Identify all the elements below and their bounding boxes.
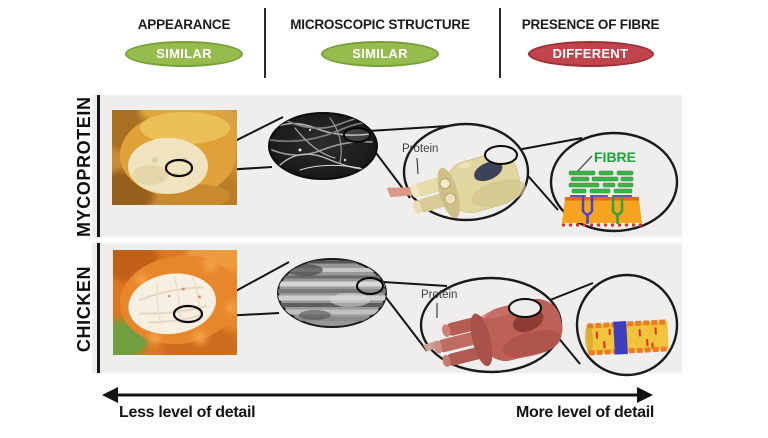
header-title-fibre: PRESENCE OF FIBRE	[521, 17, 660, 32]
row-label-mycoprotein: MYCOPROTEIN	[74, 96, 94, 237]
protein-pointer-line	[416, 157, 419, 175]
status-badge-microscopic: SIMILAR	[321, 41, 439, 67]
row-rule-chicken	[97, 243, 100, 373]
magnifier-callout-ellipse	[164, 158, 194, 178]
status-badge-fibre: DIFFERENT	[527, 41, 654, 67]
sem-micrograph-mycoprotein	[268, 112, 378, 180]
fibre-label: FIBRE	[594, 149, 636, 165]
sarcomere-circle-chicken	[575, 273, 679, 377]
magnifier-callout-ellipse	[343, 127, 371, 143]
muscle-sarcomere-illustration	[584, 319, 669, 356]
protein-label: Protein	[421, 289, 457, 301]
header-column-appearance: APPEARANCE SIMILAR	[95, 17, 273, 67]
header-column-fibre: PRESENCE OF FIBRE DIFFERENT	[498, 17, 683, 67]
mycoprotein-fibril-illustration	[386, 153, 526, 219]
protein-circle-chicken: Protein	[419, 276, 563, 374]
magnifier-callout-ellipse	[356, 277, 384, 295]
fibre-circle-mycoprotein: FIBRE	[549, 131, 679, 233]
detail-axis-arrow	[102, 387, 653, 403]
chicken-photo	[113, 250, 237, 355]
sem-micrograph-chicken	[277, 258, 387, 328]
column-divider	[499, 8, 501, 78]
protein-label: Protein	[402, 143, 438, 155]
mycoprotein-photo	[112, 110, 237, 205]
column-divider	[264, 8, 266, 78]
axis-label-more-detail: More level of detail	[515, 404, 654, 421]
magnifier-callout-ellipse	[172, 304, 204, 324]
header-column-microscopic: MICROSCOPIC STRUCTURE SIMILAR	[272, 17, 488, 67]
magnifier-callout-ellipse	[483, 144, 519, 166]
fibre-cell-wall-illustration	[562, 170, 642, 227]
axis-label-less-detail: Less level of detail	[119, 404, 256, 421]
row-label-chicken: CHICKEN	[74, 265, 94, 353]
row-rule-mycoprotein	[97, 95, 100, 237]
protein-circle-mycoprotein: Protein	[386, 122, 530, 222]
header-title-microscopic: MICROSCOPIC STRUCTURE	[290, 17, 470, 32]
header-title-appearance: APPEARANCE	[137, 17, 231, 32]
magnifier-callout-ellipse	[507, 297, 543, 319]
status-badge-appearance: SIMILAR	[125, 41, 243, 67]
fibre-pointer-line	[576, 155, 593, 173]
